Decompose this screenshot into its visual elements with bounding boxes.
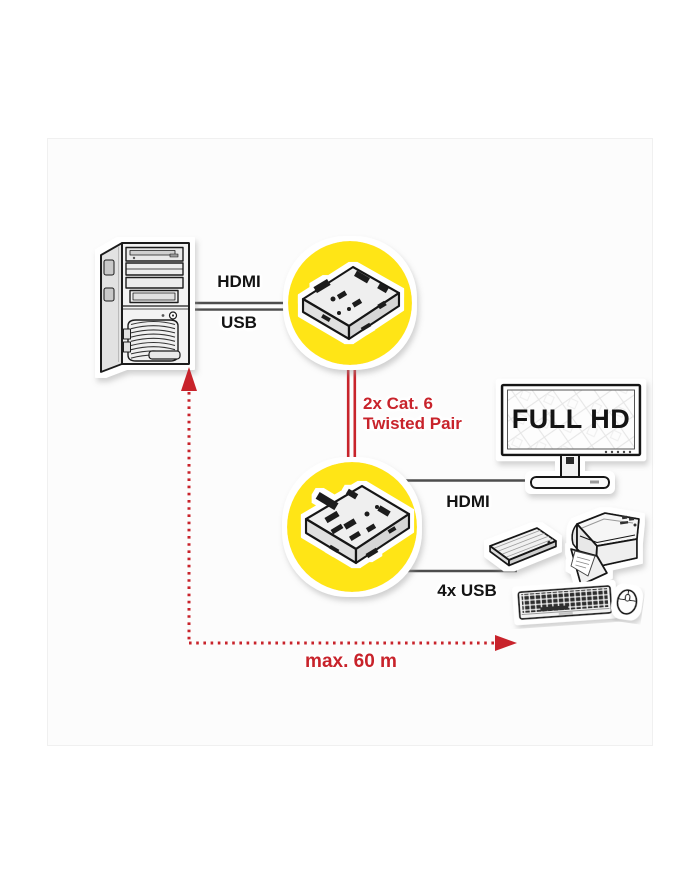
label-cat6-line2: Twisted Pair (363, 414, 462, 433)
arrow-right-head (495, 635, 517, 651)
monitor-icon (500, 383, 642, 489)
extender-transmitter-icon (301, 265, 401, 341)
label-cat6-line1: 2x Cat. 6 (363, 394, 433, 413)
cable-hdmi-usb-double-line (186, 301, 294, 311)
label-full-hd: FULL HD (511, 404, 631, 434)
desktop-pc-icon (100, 242, 190, 373)
arrow-up-head (181, 367, 197, 391)
label-usb-source: USB (221, 313, 257, 332)
label-max-distance: max. 60 m (305, 651, 397, 672)
label-4x-usb: 4x USB (437, 581, 497, 600)
label-hdmi-source: HDMI (217, 272, 261, 291)
extender-receiver-icon (304, 484, 411, 565)
mouse-icon (616, 589, 638, 615)
keyboard-icon (517, 585, 613, 620)
label-hdmi-display: HDMI (446, 492, 490, 511)
receiver-node (287, 462, 417, 592)
hard-drive-icon (489, 527, 557, 567)
printer-icon (570, 512, 640, 586)
distance-arrow (181, 367, 517, 651)
cable-cat6-double-line (346, 352, 357, 470)
transmitter-node (288, 241, 412, 365)
